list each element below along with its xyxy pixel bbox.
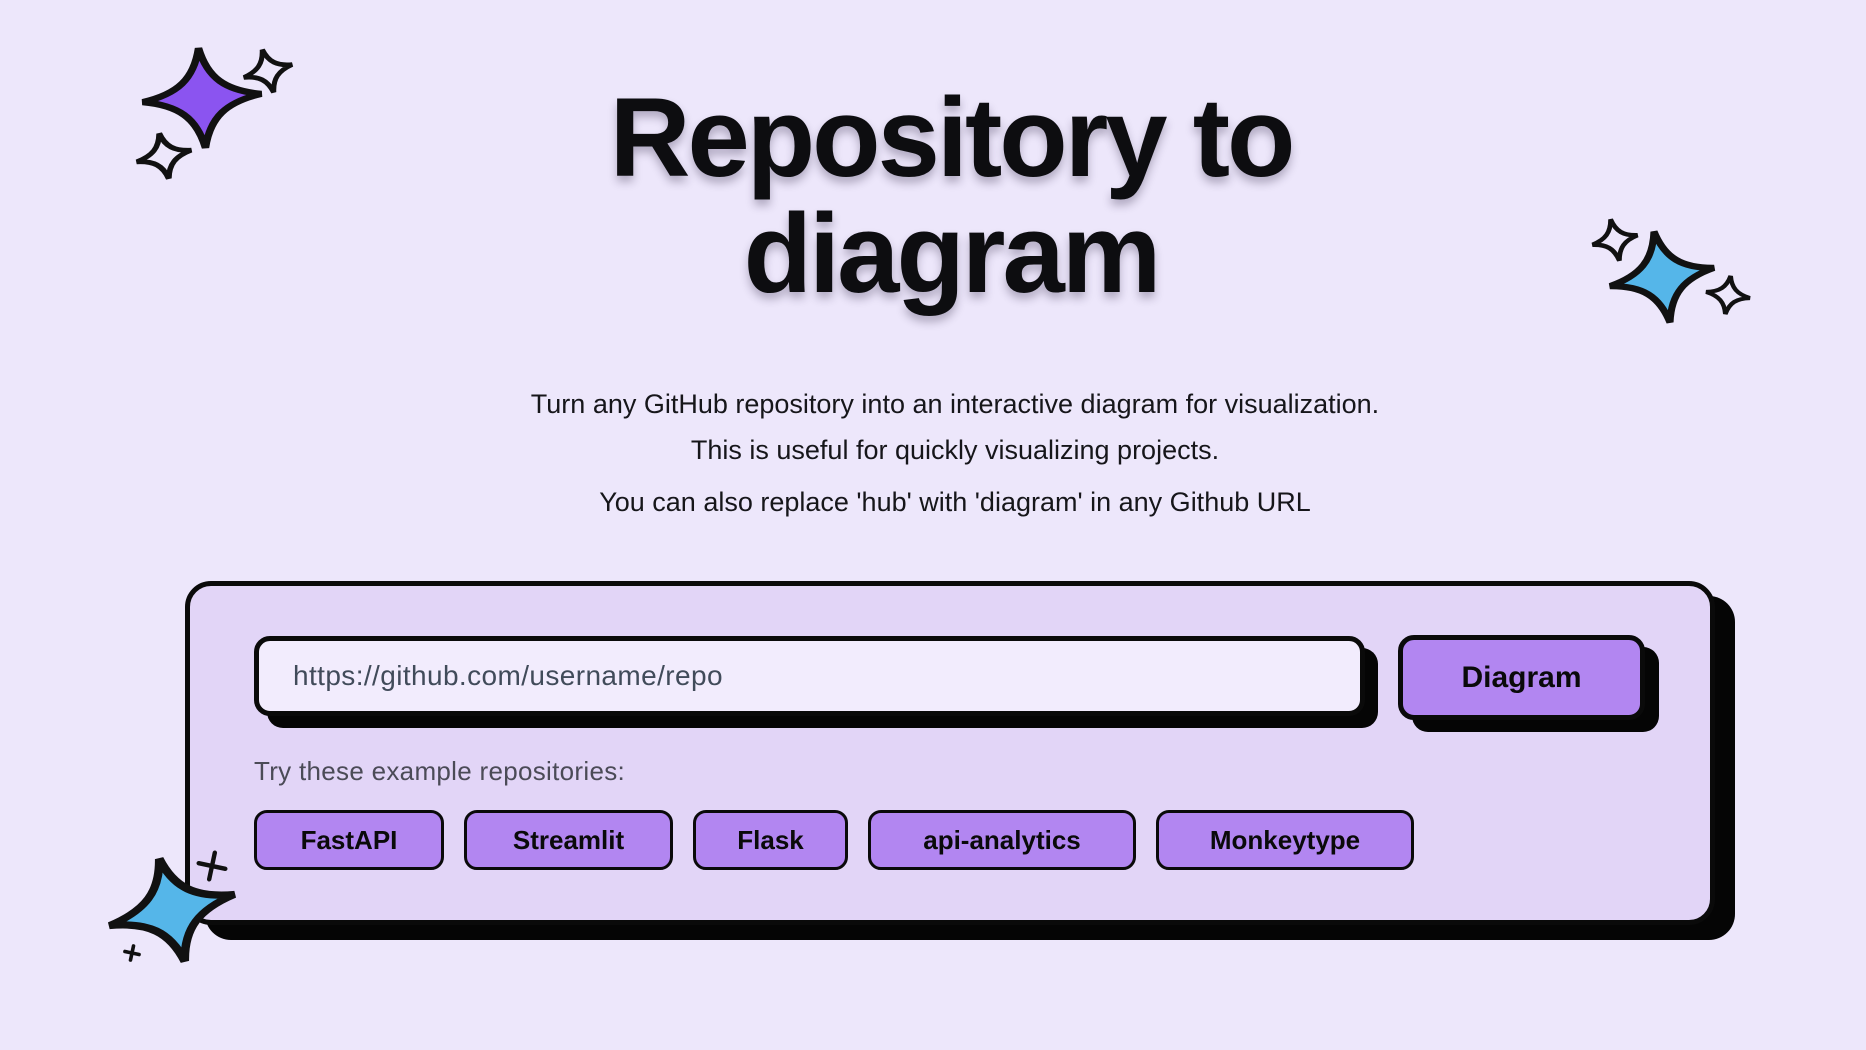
plus-icon [196,850,228,882]
example-repos-row: FastAPI Streamlit Flask api-analytics Mo… [254,810,1414,870]
example-repo-button-fastapi[interactable]: FastAPI [254,810,444,870]
repo-form-card: Diagram Try these example repositories: … [185,581,1715,925]
blue-sparkle-icon [107,857,237,963]
blue-sparkle-icon [1608,230,1716,324]
sparkle-outline-icon [242,48,294,94]
intro-line2: This is useful for quickly visualizing p… [690,435,1220,465]
plus-icon [123,944,141,962]
example-repo-button-monkeytype[interactable]: Monkeytype [1156,810,1414,870]
page-title-line1: Repository to [609,75,1296,200]
example-repo-button-streamlit[interactable]: Streamlit [464,810,673,870]
example-repo-button-flask[interactable]: Flask [693,810,848,870]
diagram-submit-button[interactable]: Diagram [1398,635,1645,720]
examples-label: Try these example repositories: [254,756,626,786]
example-repo-button-api-analytics[interactable]: api-analytics [868,810,1136,870]
intro-hint: You can also replace 'hub' with 'diagram… [44,479,1866,525]
intro-text: Turn any GitHub repository into an inter… [44,381,1866,473]
sparkle-outline-icon [1705,275,1751,315]
repo-url-input[interactable] [254,636,1365,716]
page-title-line2: diagram [743,191,1162,316]
intro-line1: Turn any GitHub repository into an inter… [530,389,1380,419]
sparkle-outline-icon [1591,218,1639,262]
page-title: Repository to diagram [36,80,1866,312]
sparkle-outline-icon [135,132,193,180]
intro-line3: You can also replace 'hub' with 'diagram… [599,487,1311,517]
purple-sparkle-icon [141,47,263,149]
